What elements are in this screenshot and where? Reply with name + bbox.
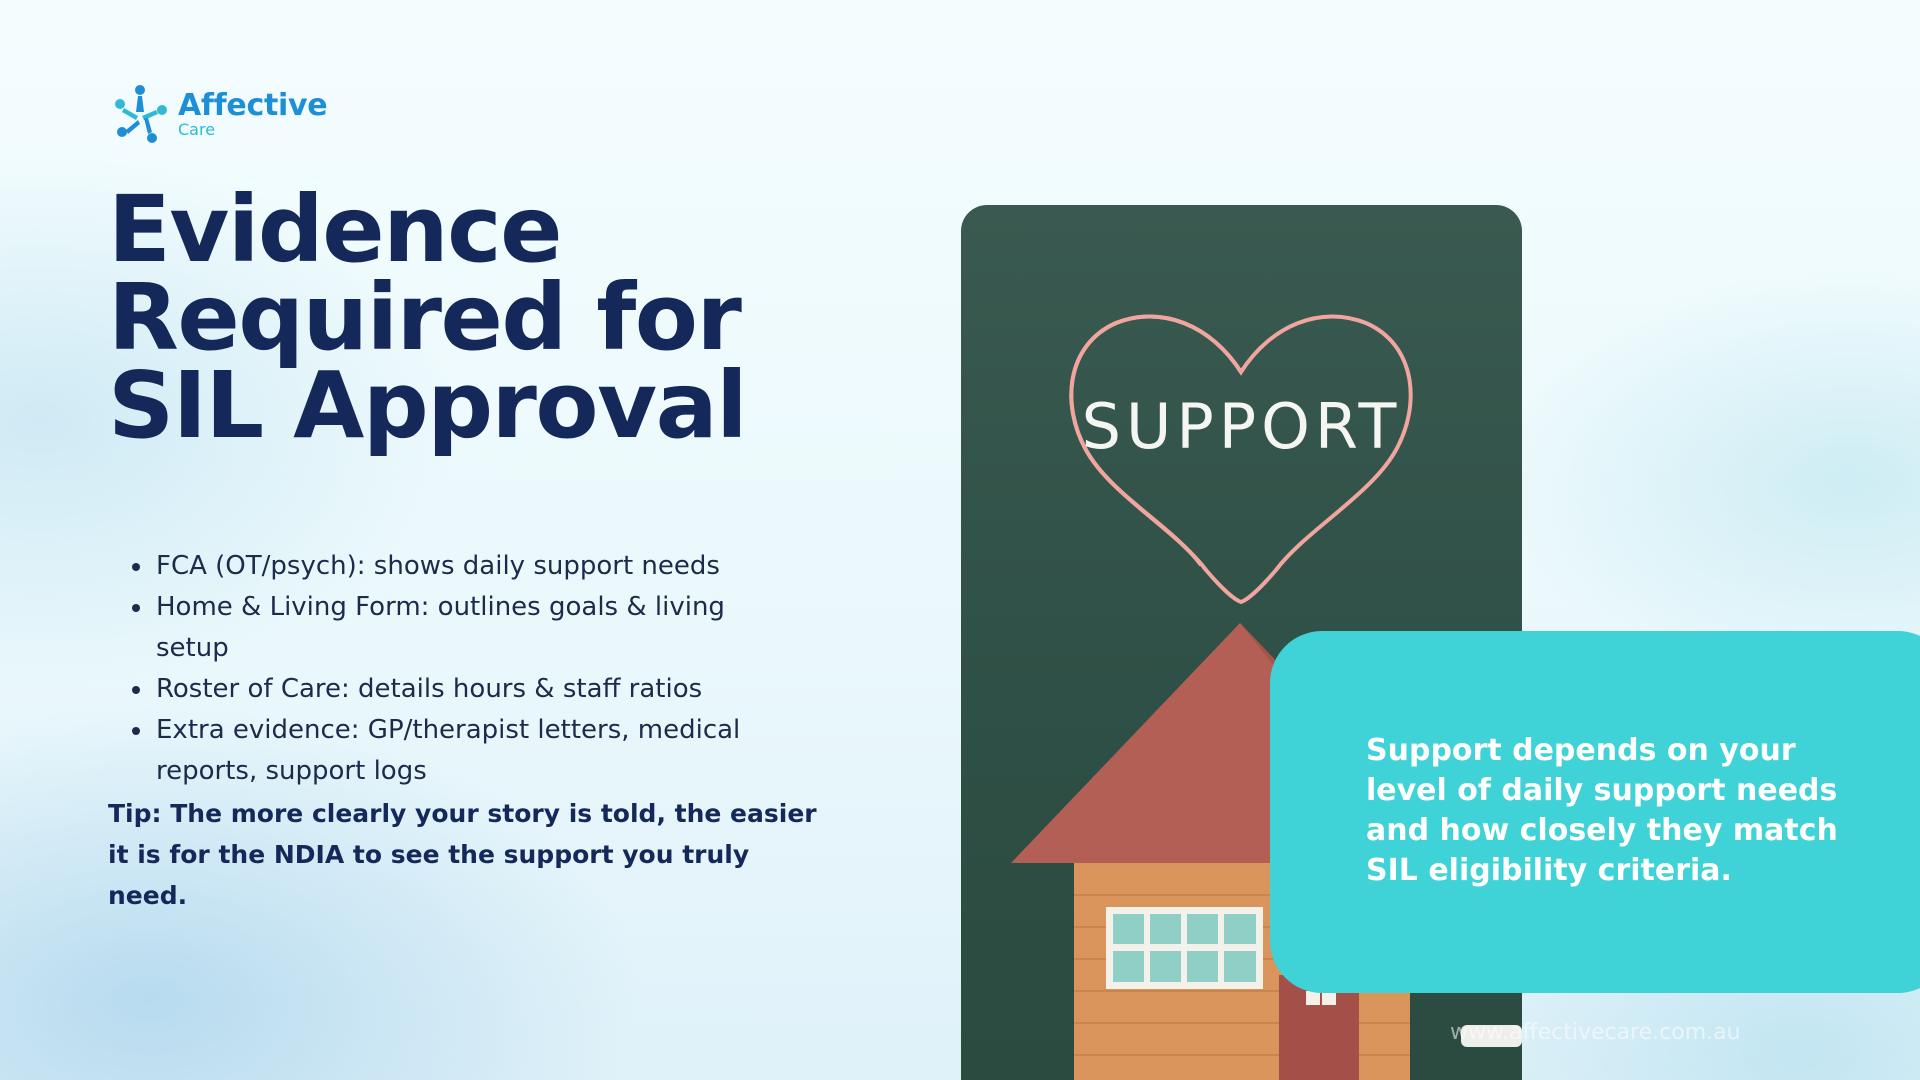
people-circle-icon	[115, 85, 167, 143]
support-word: SUPPORT	[1081, 390, 1402, 463]
logo-name: Affective	[178, 87, 328, 123]
list-item: FCA (OT/psych): shows daily support need…	[130, 546, 790, 587]
list-item: Extra evidence: GP/therapist letters, me…	[130, 710, 790, 792]
website-link[interactable]: www.affectivecare.com.au	[1450, 1020, 1741, 1045]
evidence-list: FCA (OT/psych): shows daily support need…	[130, 546, 790, 792]
page-title: Evidence Required for SIL Approval	[108, 176, 748, 459]
brand-logo: Affective Care	[108, 82, 328, 146]
callout-text: Support depends on your level of daily s…	[1366, 733, 1838, 888]
logo-subtitle: Care	[178, 119, 216, 139]
list-item: Roster of Care: details hours & staff ra…	[130, 669, 790, 710]
list-item: Home & Living Form: outlines goals & liv…	[130, 587, 790, 669]
tip-text: Tip: The more clearly your story is told…	[108, 799, 817, 910]
info-callout: Support depends on your level of daily s…	[1270, 631, 1920, 993]
